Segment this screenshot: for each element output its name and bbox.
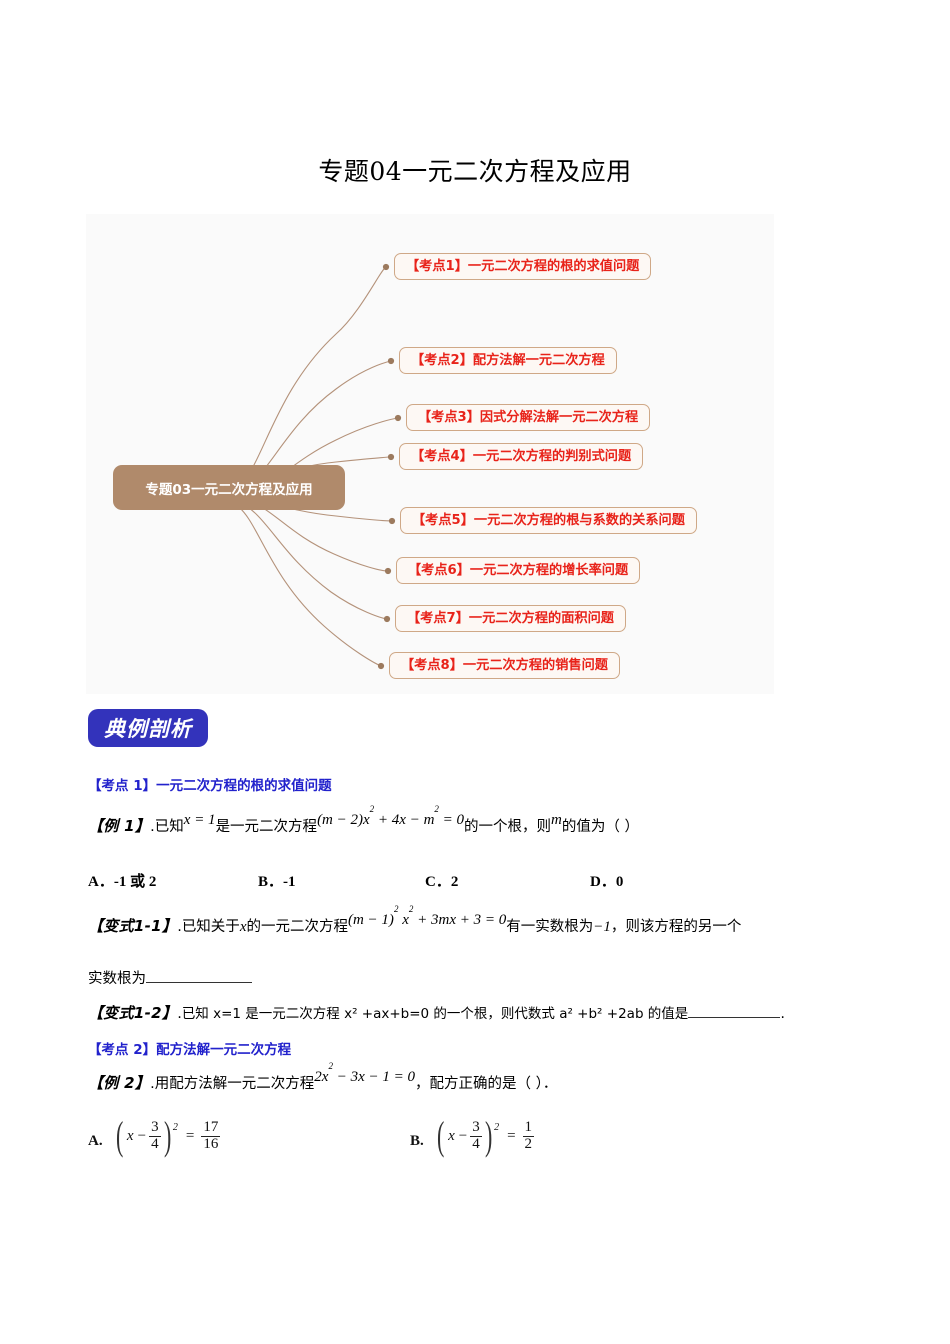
question-text-b: ，配方正确的是（ ）．: [414, 1076, 558, 1092]
question-text-b: 是一元二次方程: [215, 819, 318, 835]
option-b[interactable]: B. ( x − 3 4 ) 2 = 1 2: [410, 1113, 535, 1158]
question-text-b: 的一元二次方程: [246, 919, 348, 935]
left-paren-icon: (: [115, 1113, 123, 1158]
option-lhs-fraction: 3 4: [470, 1118, 482, 1152]
question-text-b: .: [780, 1006, 785, 1022]
answer-blank[interactable]: [146, 969, 252, 983]
question-tag: 【变式1-1】: [88, 917, 178, 935]
mindmap-node-1[interactable]: 【考点1】一元二次方程的根的求值问题: [394, 253, 652, 280]
question-text-a: 用配方法解一元二次方程: [154, 1076, 315, 1092]
question-dot: .: [150, 819, 155, 835]
question-tag: 【例 1】: [88, 817, 151, 835]
choices-row-1: A．-1 或 2 B．-1 C．2 D．0: [88, 870, 868, 892]
question-text-d: ，则该方程的另一个: [610, 919, 742, 935]
option-lhs-fraction: 3 4: [149, 1118, 161, 1152]
math-quadratic-2: (m − 1)2 x2 + 3mx + 3 = 0: [347, 904, 507, 928]
question-text-a: 已知关于: [181, 919, 240, 935]
mindmap-node-7[interactable]: 【考点7】一元二次方程的面积问题: [395, 605, 626, 632]
question-text-d: 的值为（ ）: [561, 819, 639, 835]
option-variable: x: [448, 1127, 455, 1144]
math-root-value: −1: [593, 919, 611, 935]
question-variant-1-1: 【变式1-1】 . 已知关于 x 的一元二次方程 (m − 1)2 x2 + 3…: [88, 904, 742, 936]
option-rhs-fraction: 17 16: [201, 1118, 221, 1152]
mindmap-node-2[interactable]: 【考点2】配方法解一元二次方程: [399, 347, 617, 374]
option-power: 2: [172, 1122, 178, 1133]
question-text-c: 的一个根，则: [464, 819, 552, 835]
mindmap-center-node[interactable]: 专题03一元二次方程及应用: [113, 465, 345, 510]
mindmap-node-6[interactable]: 【考点6】一元二次方程的增长率问题: [396, 557, 641, 584]
mindmap-canvas: 专题03一元二次方程及应用 【考点1】一元二次方程的根的求值问题 【考点2】配方…: [86, 214, 774, 694]
math-x-equals-1: x = 1: [183, 812, 216, 828]
section-badge: 典例剖析: [88, 709, 208, 747]
option-label: B.: [410, 1133, 424, 1149]
question-variant-1-2: 【变式1-2】 . 已知 x=1 是一元二次方程 x² +ax+b=0 的一个根…: [88, 1002, 785, 1023]
option-power: 2: [494, 1122, 500, 1133]
question-example-2: 【例 2】 . 用配方法解一元二次方程 2x2 − 3x − 1 = 0 ，配方…: [88, 1061, 558, 1093]
math-m: m: [551, 812, 562, 828]
choice-b[interactable]: B．-1: [258, 874, 296, 890]
choice-a[interactable]: A．-1 或 2: [88, 874, 157, 890]
left-paren-icon: (: [436, 1113, 445, 1158]
question-text-a: 已知 x=1 是一元二次方程 x² +ax+b=0 的一个根，则代数式 a² +…: [181, 1006, 689, 1022]
kaodian-heading-1: 【考点 1】一元二次方程的根的求值问题: [88, 778, 332, 794]
answer-blank[interactable]: [688, 1004, 781, 1018]
question-dot: .: [177, 1006, 182, 1022]
kaodian-heading-2: 【考点 2】配方法解一元二次方程: [88, 1042, 292, 1058]
choice-c[interactable]: C．2: [425, 874, 459, 890]
page-title: 专题04一元二次方程及应用: [318, 157, 632, 186]
question-example-1: 【例 1】 . 已知 x = 1 是一元二次方程 (m − 2)x2 + 4x …: [88, 804, 639, 836]
mindmap-node-4[interactable]: 【考点4】一元二次方程的判别式问题: [399, 443, 644, 470]
right-paren-icon: ): [484, 1113, 493, 1158]
question-text-c: 有一实数根为: [506, 919, 594, 935]
mindmap-node-5[interactable]: 【考点5】一元二次方程的根与系数的关系问题: [400, 507, 697, 534]
question-text: 实数根为: [88, 971, 146, 987]
math-quadratic-1: (m − 2)x2 + 4x − m2 = 0: [317, 804, 465, 828]
option-minus: −: [458, 1127, 468, 1144]
right-paren-icon: ): [163, 1113, 171, 1158]
option-a[interactable]: A. ( x − 3 4 ) 2 = 17 16: [88, 1113, 221, 1158]
option-equals: =: [185, 1127, 195, 1144]
question-variant-1-1-line2: 实数根为: [88, 967, 252, 988]
option-minus: −: [137, 1127, 147, 1144]
choice-d[interactable]: D．0: [590, 874, 624, 890]
question-tag: 【例 2】: [88, 1074, 151, 1092]
question-dot: .: [150, 1076, 155, 1092]
question-text-a: 已知: [154, 819, 184, 835]
mindmap-node-8[interactable]: 【考点8】一元二次方程的销售问题: [389, 652, 620, 679]
option-variable: x: [126, 1127, 134, 1144]
math-quadratic-3: 2x2 − 3x − 1 = 0: [314, 1061, 415, 1085]
option-label: A.: [88, 1133, 103, 1149]
math-var-x: x: [239, 919, 247, 935]
option-equals: =: [507, 1127, 516, 1144]
question-dot: .: [177, 919, 182, 935]
option-rhs-fraction: 1 2: [522, 1118, 535, 1152]
question-tag: 【变式1-2】: [88, 1004, 178, 1022]
mindmap-node-3[interactable]: 【考点3】因式分解法解一元二次方程: [406, 404, 651, 431]
